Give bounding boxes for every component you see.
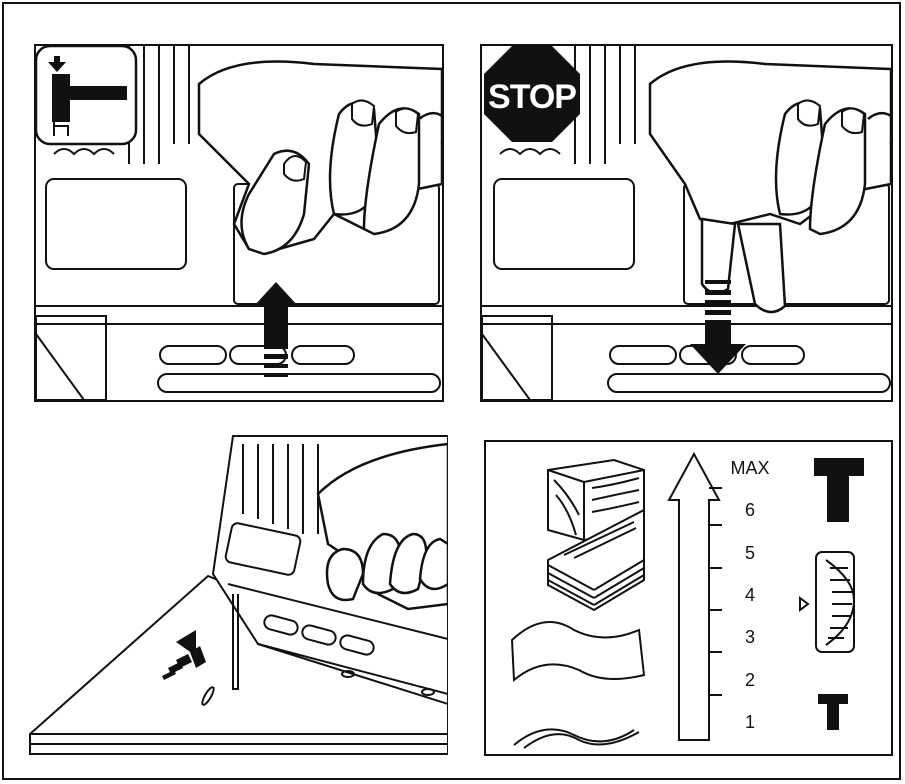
panel-impact-scale: MAX 6 5 4 3 2 1 xyxy=(484,440,893,756)
panel-tilted-machine-drawing xyxy=(29,435,448,755)
thin-ribbon-icon xyxy=(513,728,640,749)
panel-push-up-drawing xyxy=(34,44,444,402)
thin-sheet-icon xyxy=(510,621,646,683)
hammer-heavy-icon xyxy=(814,458,864,522)
scale-label-1: 1 xyxy=(744,712,755,732)
scale-label-max: MAX xyxy=(730,458,770,478)
scale-label-4: 4 xyxy=(744,585,755,605)
impact-dial-icon xyxy=(799,551,856,653)
scale-label-5: 5 xyxy=(744,543,755,563)
scale-ticks xyxy=(709,524,722,696)
hammer-light-icon xyxy=(818,694,848,730)
panel-push-down-drawing: STOP xyxy=(480,44,893,402)
panel-tilted-machine xyxy=(28,434,448,756)
scale-label-2: 2 xyxy=(744,670,755,690)
stop-sign-text: STOP xyxy=(488,78,576,116)
panel-impact-scale-drawing xyxy=(484,440,893,756)
hammer-setting-icon xyxy=(34,44,138,146)
scale-label-6: 6 xyxy=(744,500,755,520)
layered-board-icon xyxy=(547,508,645,612)
panel-push-up xyxy=(34,44,444,402)
panel-push-down: STOP xyxy=(480,44,893,402)
scale-arrow xyxy=(667,451,722,741)
stop-sign-icon: STOP xyxy=(484,46,580,142)
scale-label-3: 3 xyxy=(744,627,755,647)
